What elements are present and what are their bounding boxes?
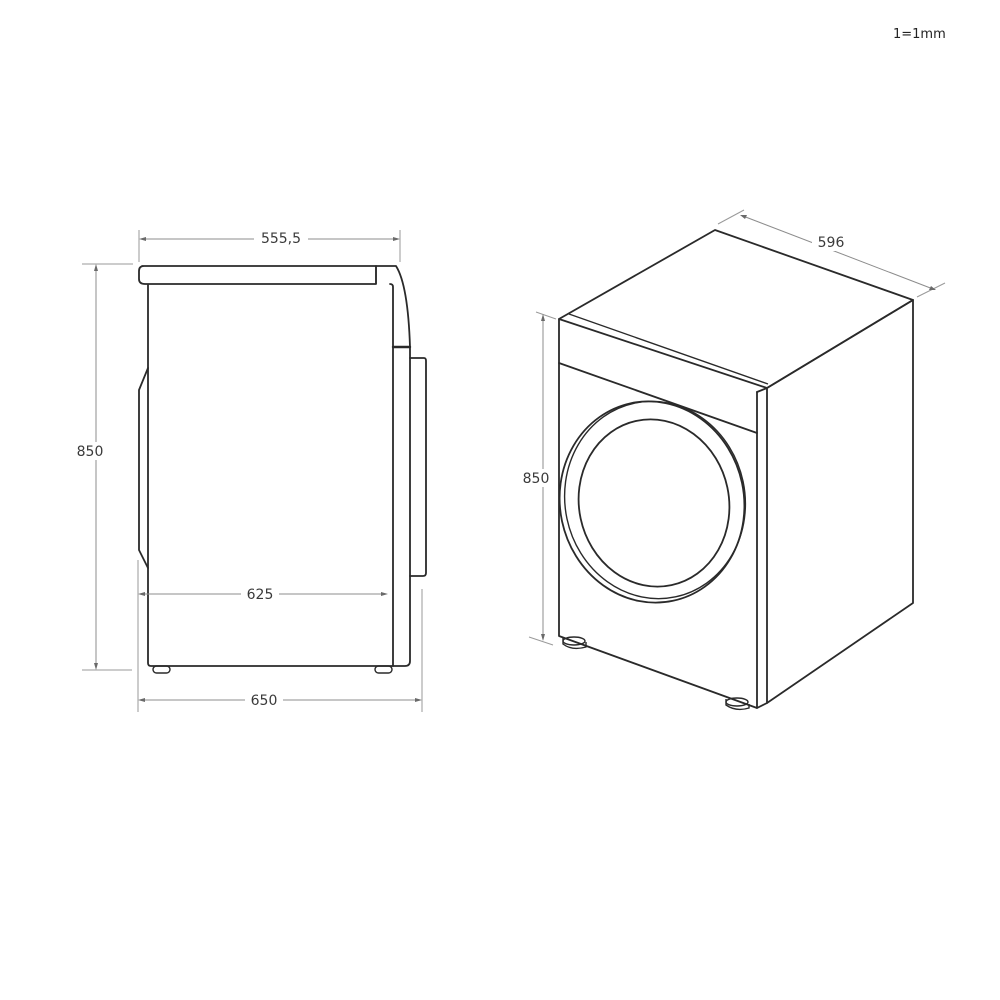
front-foot [374,665,393,674]
iso-door-rim [563,400,747,600]
front-panel [392,346,411,667]
iso-height-label: 850 [523,471,550,487]
side-height-label: 850 [77,444,104,460]
scale-note: 1=1mm [893,27,946,42]
iso-foot-left-top [562,636,586,646]
top-lid [138,265,377,285]
door-profile [409,357,427,577]
iso-corner-strip [756,387,768,709]
iso-door-outer [558,400,746,604]
isometric-view: 596 850 [520,209,946,711]
iso-foot-right [725,699,750,711]
rear-bulge [138,367,149,569]
iso-door-glass [577,418,731,588]
iso-width-label: 596 [818,235,845,251]
iso-foot-left [562,638,587,650]
dimension-side-height: 850 [75,263,133,671]
iso-control-panel [558,362,758,434]
iso-side-face [766,299,914,704]
iso-foot-right-top [725,697,749,707]
iso-front-face [558,318,758,709]
body-depth-label: 625 [247,587,274,603]
overall-depth-label: 650 [251,693,278,709]
cabinet-body [147,283,394,667]
side-view: 555,5 850 625 650 [75,229,427,712]
rear-foot [152,665,171,674]
top-front-curve [375,265,411,348]
dimension-iso-width: 596 [717,209,946,298]
top-depth-label: 555,5 [261,231,301,247]
iso-top-face [558,229,914,389]
dimension-iso-height: 850 [520,311,557,646]
dimension-top-depth: 555,5 [138,229,401,262]
dimension-body-depth: 625 [137,560,388,712]
iso-lid-edge [568,313,769,385]
dimension-overall-depth: 650 [138,589,423,712]
